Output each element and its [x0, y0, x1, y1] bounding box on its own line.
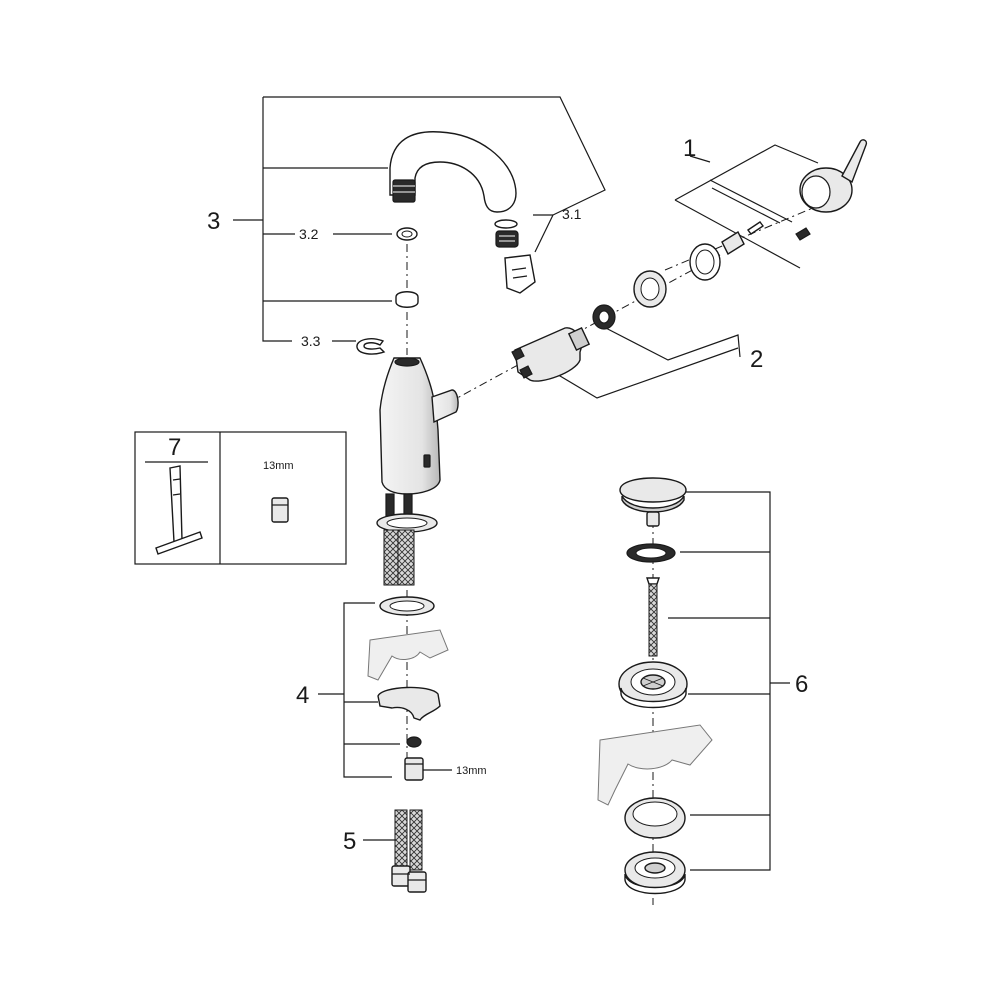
waste-rod	[648, 583, 658, 657]
callout-3-1: 3.1	[562, 206, 582, 222]
callout-3-1-leader	[263, 96, 606, 216]
body-top-opening	[394, 357, 420, 367]
assembly-tool	[169, 465, 183, 543]
hose-right	[409, 809, 423, 871]
callout-2: 2	[750, 346, 763, 373]
spout-retaining-ring	[395, 291, 419, 308]
assembly-tool-bar	[155, 531, 203, 555]
tap-body-group	[376, 357, 459, 586]
dimension-13mm-nut: 13mm	[456, 765, 487, 777]
callout-3: 3	[207, 208, 220, 235]
handle-group: 1	[664, 135, 868, 271]
aerator	[495, 230, 519, 248]
lever-arm	[841, 139, 868, 184]
hose-nut-right	[407, 871, 427, 893]
spout	[389, 131, 517, 213]
countertop-section-tap	[367, 629, 449, 681]
aerator-washer	[494, 219, 518, 229]
socket-insert	[271, 497, 289, 523]
spout-group: 3 3.2 3.3 3.1	[207, 96, 606, 355]
callout-1: 1	[683, 135, 696, 162]
spout-outlet-thread	[392, 179, 416, 203]
callout-6: 6	[795, 671, 808, 698]
callout-7: 7	[168, 434, 181, 461]
body-cartridge-housing	[431, 389, 459, 424]
waste-group: 6	[597, 477, 808, 905]
dimension-13mm-tool: 13mm	[263, 460, 294, 472]
waste-plug-cap	[619, 477, 687, 503]
callout-4: 4	[296, 682, 309, 709]
callout-6-bracket	[680, 491, 771, 871]
spout-clip	[356, 338, 386, 355]
aerator-key	[504, 254, 536, 294]
handle-set-screw	[795, 227, 811, 241]
tool-box: 7 13mm	[134, 431, 347, 565]
handle-screw	[746, 221, 765, 235]
mounting-group: 13mm 4	[296, 590, 487, 781]
hose-left	[394, 809, 408, 871]
mounting-nut	[406, 736, 422, 748]
hoses-group: 5	[343, 809, 427, 893]
callout-3-3: 3.3	[301, 333, 321, 349]
cartridge-group: 2	[447, 243, 763, 404]
mounting-sleeve	[404, 757, 424, 781]
cartridge	[514, 327, 582, 382]
callout-4-bracket	[343, 602, 392, 778]
handle-adapter	[721, 230, 745, 256]
callout-3-bracket	[262, 97, 292, 342]
tap-body	[379, 357, 441, 495]
horseshoe-plate	[377, 686, 441, 721]
tool-box-frame	[134, 431, 347, 565]
callout-5: 5	[343, 828, 356, 855]
brand-mark	[423, 454, 431, 468]
callout-3-2: 3.2	[299, 226, 319, 242]
countertop-section-waste	[597, 724, 713, 806]
hose-stub-right	[397, 529, 415, 586]
waste-screw-head	[646, 577, 660, 585]
